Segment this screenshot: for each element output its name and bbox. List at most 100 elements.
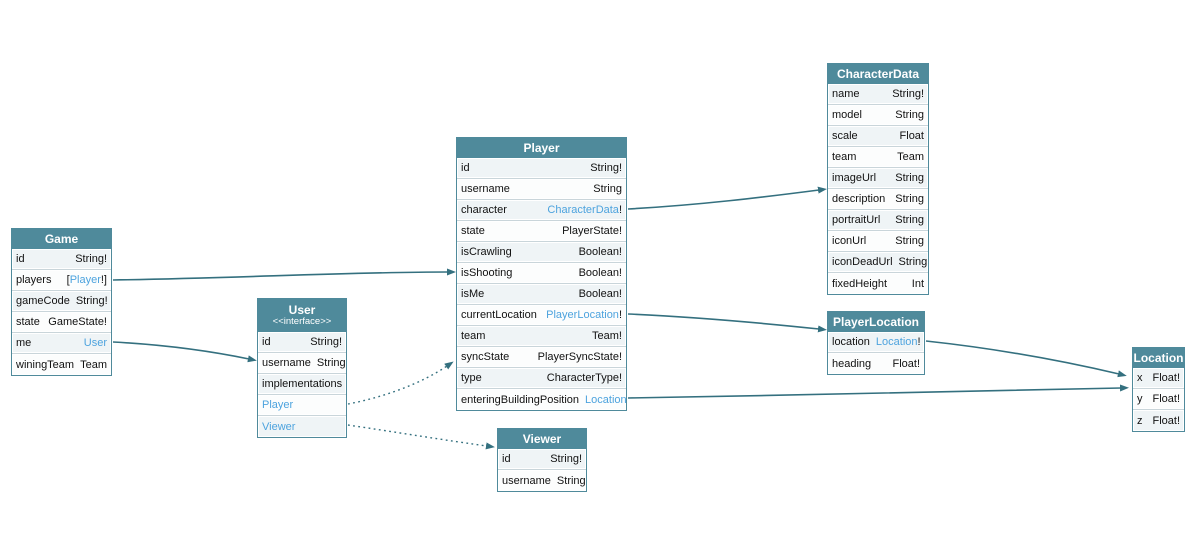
field-name: character [461,204,507,216]
entity-header-viewer[interactable]: Viewer [498,429,586,449]
field-type: String [895,193,924,205]
field-name: state [461,225,485,237]
entity-header-characterdata[interactable]: CharacterData [828,64,928,84]
type-link[interactable]: PlayerLocation [546,309,619,321]
field-row-implementations[interactable]: implementations [258,374,346,395]
field-type: String [895,109,924,121]
field-name: isMe [461,288,485,300]
entity-title: PlayerLocation [832,314,920,329]
type-link[interactable]: Player [69,274,101,286]
field-row-players[interactable]: players[Player!] [12,270,111,291]
relation-playerlocation-location-to-location [925,340,1127,378]
entity-title: Viewer [522,431,562,446]
entity-header-player[interactable]: Player [457,138,626,158]
field-type: User [84,337,107,349]
field-type: Float! [1152,415,1180,427]
impl-row-viewer[interactable]: Viewer [258,416,346,437]
entity-header-location[interactable]: Location [1133,348,1184,368]
field-name: y [1137,393,1143,405]
implementation-link[interactable]: Viewer [262,420,296,433]
type-text: String [895,109,924,121]
entity-header-user[interactable]: User<<interface>> [258,299,346,332]
field-name: implementations [262,378,343,390]
field-type: Team [80,359,107,371]
type-text: String! [550,453,582,465]
field-row-z[interactable]: z Float! [1133,410,1184,431]
type-link[interactable]: CharacterData [547,204,619,216]
type-text: String! [892,88,924,100]
implementation-link[interactable]: Player [262,399,294,411]
field-row-fixedheight[interactable]: fixedHeight Int [828,273,928,294]
field-type: Location! [876,336,921,348]
field-type: Int [912,278,924,290]
field-name: fixedHeight [832,277,888,290]
type-text: String [895,214,924,226]
type-text: Team! [592,330,622,342]
type-text: ! [917,336,921,348]
field-name: username [461,183,510,195]
type-text: Team [897,151,924,163]
field-type: String [895,172,924,184]
field-row-model[interactable]: model String [828,105,928,126]
type-link[interactable]: Location [875,336,918,348]
type-text: String [593,183,622,195]
type-text: Float [899,130,924,142]
field-type: Team [897,151,924,163]
entity-header-playerlocation[interactable]: PlayerLocation [828,312,924,332]
impl-row-player[interactable]: Player [258,395,346,416]
field-type: Location [585,394,627,406]
field-name: team [832,151,857,163]
field-row-username[interactable]: username String [457,179,626,200]
field-name: z [1137,414,1143,427]
field-type: String! [590,162,622,174]
type-text: String! [75,295,108,307]
field-type: String [593,183,622,195]
field-name: model [832,109,862,121]
type-text: ! [618,309,622,321]
field-row-team[interactable]: team Team [828,147,928,168]
type-link[interactable]: User [83,337,107,349]
type-link[interactable]: Location [585,393,627,406]
type-text: String! [310,336,342,348]
field-type: Float [900,130,924,142]
entity-header-game[interactable]: Game [12,229,111,249]
field-type: String [895,235,924,247]
relation-player-character-to-characterdata [627,186,827,210]
